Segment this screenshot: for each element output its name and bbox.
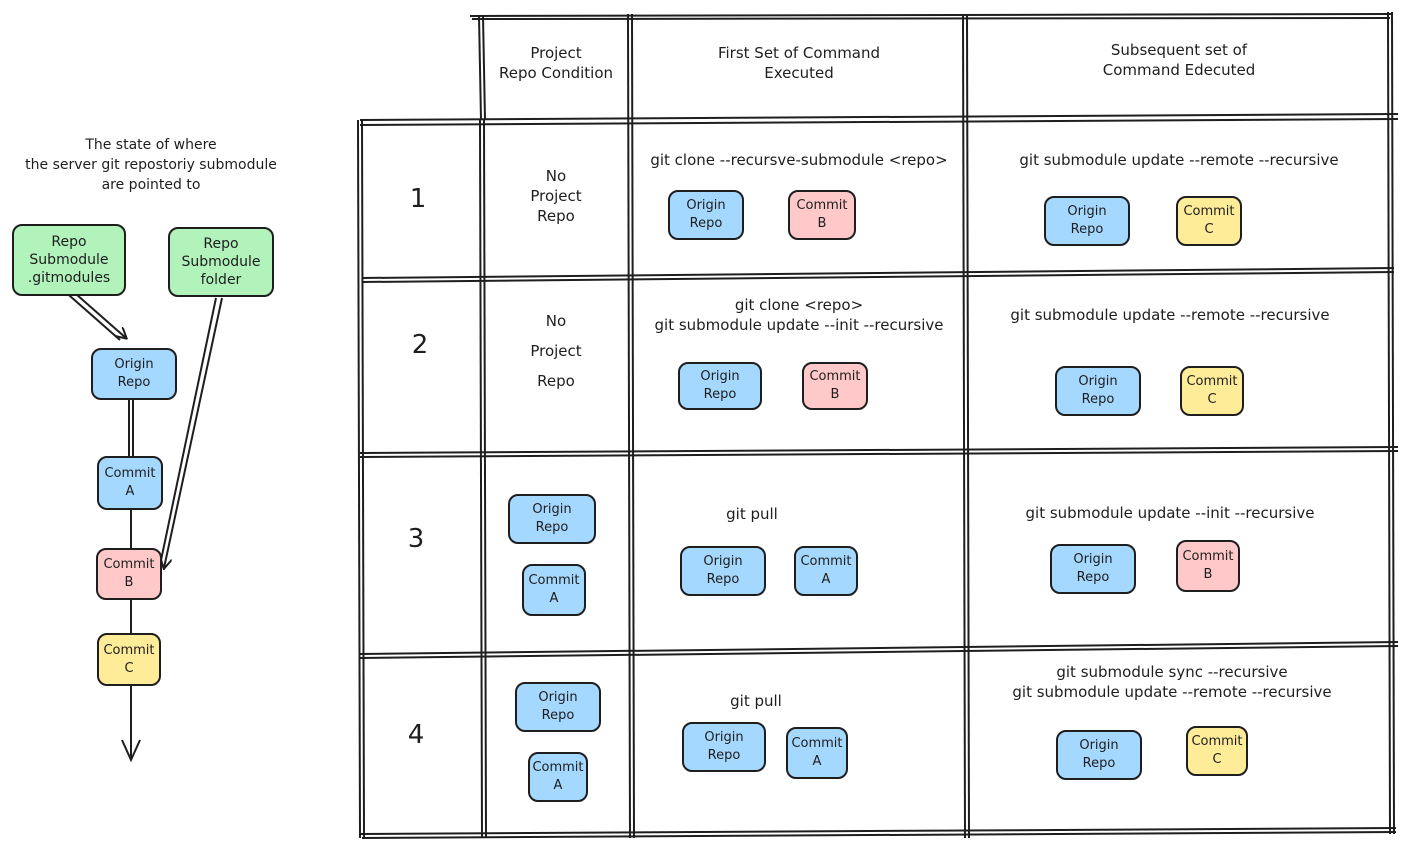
row-3-number: 3 <box>407 524 425 554</box>
submodule-folder-box: Repo Submodule folder <box>168 227 274 297</box>
row-2-sub-commit: Commit C <box>1180 366 1244 416</box>
table-grid <box>357 11 1399 839</box>
row-3-sub-commit: Commit B <box>1176 540 1240 592</box>
row-2-first-command: git clone <repo> git submodule update --… <box>654 296 944 334</box>
chain-commit-a: Commit A <box>97 456 163 510</box>
row-4-number: 4 <box>407 720 425 750</box>
row-2-sub-origin-repo: Origin Repo <box>1055 366 1141 416</box>
row-2-number: 2 <box>411 330 429 360</box>
row-3-condition-origin-repo: Origin Repo <box>508 494 596 544</box>
row-2-first-origin-repo: Origin Repo <box>678 362 762 410</box>
row-3-first-command: git pull <box>726 505 778 523</box>
row-4-sub-commit: Commit C <box>1186 726 1248 776</box>
chain-commit-c: Commit C <box>97 633 161 686</box>
row-1-sub-origin-repo: Origin Repo <box>1044 196 1130 246</box>
row-1-number: 1 <box>409 184 427 214</box>
row-3-condition-commit: Commit A <box>522 564 586 616</box>
row-2-first-commit: Commit B <box>802 362 868 410</box>
row-4-first-command: git pull <box>730 692 782 710</box>
row-1-first-commit: Commit B <box>788 190 856 240</box>
row-3-first-commit: Commit A <box>794 546 858 596</box>
row-1-condition: No Project Repo <box>530 167 582 225</box>
row-3-sub-origin-repo: Origin Repo <box>1050 544 1136 594</box>
header-first-commands: First Set of Command Executed <box>717 44 881 82</box>
header-condition: Project Repo Condition <box>498 44 614 82</box>
row-1-sub-commit: Commit C <box>1176 196 1242 246</box>
row-2-subsequent-command: git submodule update --remote --recursiv… <box>1010 306 1330 324</box>
row-4-first-origin-repo: Origin Repo <box>682 722 766 772</box>
row-3-first-origin-repo: Origin Repo <box>680 546 766 596</box>
row-4-condition-commit: Commit A <box>528 752 588 802</box>
row-3-subsequent-command: git submodule update --init --recursive <box>1025 504 1315 522</box>
row-2-condition: No Project Repo <box>530 312 582 390</box>
row-1-first-origin-repo: Origin Repo <box>668 190 744 240</box>
gitmodules-box: Repo Submodule .gitmodules <box>12 224 126 296</box>
left-chain-connectors <box>61 286 223 763</box>
row-4-subsequent-command: git submodule sync --recursive git submo… <box>1012 663 1332 701</box>
row-4-sub-origin-repo: Origin Repo <box>1056 730 1142 780</box>
row-4-first-commit: Commit A <box>786 727 848 779</box>
row-1-first-command: git clone --recursve-submodule <repo> <box>650 151 948 169</box>
chain-origin-repo: Origin Repo <box>91 348 177 400</box>
state-caption: The state of where the server git repost… <box>25 137 277 193</box>
row-1-subsequent-command: git submodule update --remote --recursiv… <box>1019 151 1339 169</box>
row-4-condition-origin-repo: Origin Repo <box>515 682 601 732</box>
header-subsequent-commands: Subsequent set of Command Edecuted <box>1102 41 1256 79</box>
chain-commit-b: Commit B <box>96 548 162 600</box>
